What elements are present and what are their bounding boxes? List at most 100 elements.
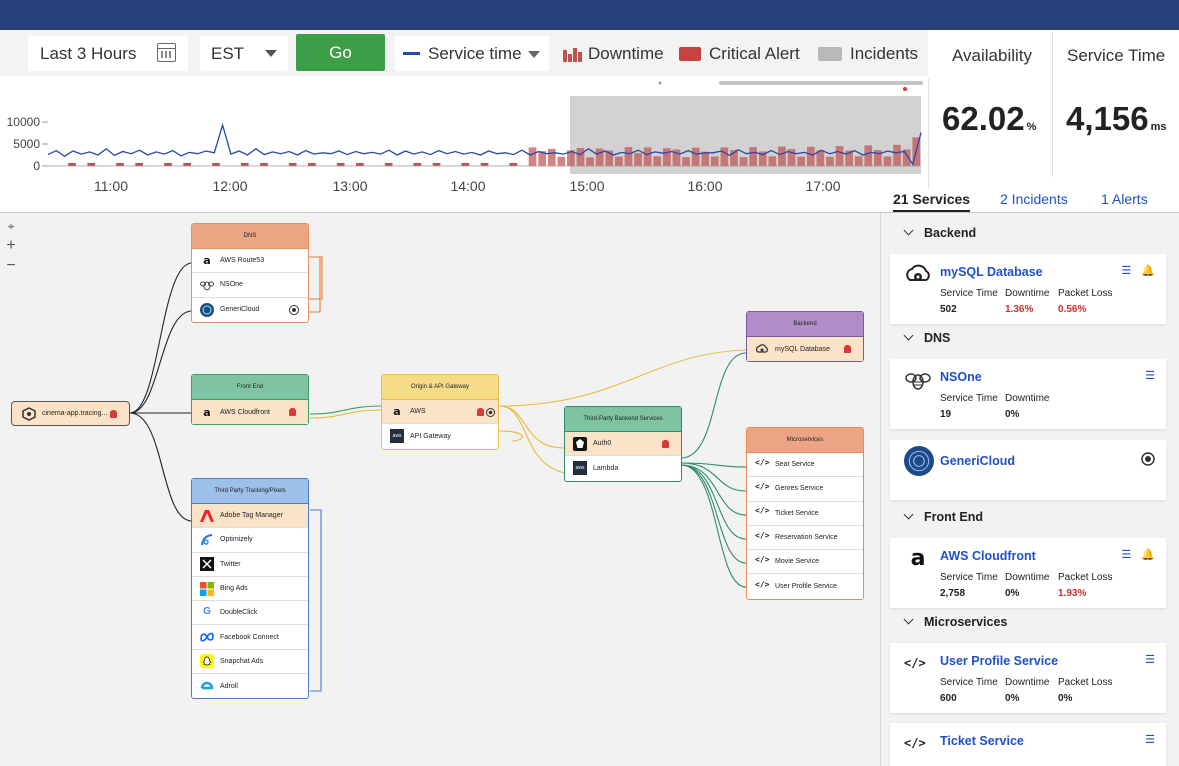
group-label: DNS xyxy=(924,331,951,345)
service-name[interactable]: AWS Cloudfront xyxy=(940,549,1036,563)
node-mysql[interactable]: mySQL Database xyxy=(747,337,863,362)
metric-label: Downtime xyxy=(1005,677,1050,688)
node-ticket-service[interactable]: </>Ticket Service xyxy=(747,502,863,526)
go-button[interactable]: Go xyxy=(296,34,385,71)
timezone-select[interactable]: EST xyxy=(200,36,288,71)
service-card-genericloud[interactable]: GeneriCloud xyxy=(890,440,1166,500)
service-name[interactable]: Ticket Service xyxy=(940,734,1024,748)
downtime-bar xyxy=(730,150,738,166)
microservices-group[interactable]: Microservices </>Seat Service </>Genres … xyxy=(746,427,864,600)
metric-value: 2,758 xyxy=(940,588,966,599)
map-zoom-controls: ⌖ + − xyxy=(3,216,19,276)
node-nsone[interactable]: NSOne xyxy=(192,273,308,298)
edge xyxy=(309,256,321,313)
legend-critical-alert[interactable]: Critical Alert xyxy=(679,44,800,64)
bell-alert-icon[interactable]: 🔔 xyxy=(1141,549,1155,561)
downtime-bar xyxy=(595,148,604,166)
node-snapchat-ads[interactable]: Snapchat Ads xyxy=(192,650,308,675)
node-movie-service[interactable]: </>Movie Service xyxy=(747,550,863,575)
node-bing-ads[interactable]: Bing Ads xyxy=(192,577,308,602)
node-reservation-service[interactable]: </>Reservation Service xyxy=(747,526,863,551)
group-dns[interactable]: DNS xyxy=(901,330,951,345)
tab-services[interactable]: 21 Services xyxy=(893,191,971,213)
group-label: Microservices xyxy=(924,615,1008,629)
list-icon[interactable]: ☰ xyxy=(1145,734,1155,746)
downtime-bar xyxy=(240,163,249,166)
edge xyxy=(680,462,747,492)
node-user-profile-service[interactable]: </>User Profile Service xyxy=(747,574,863,598)
service-time-number: 4,156 xyxy=(1066,100,1149,137)
list-icon[interactable]: ☰ xyxy=(1121,549,1132,561)
service-card-ticket[interactable]: </> Ticket Service ☰ xyxy=(890,723,1166,766)
cloud-gear-icon xyxy=(906,264,930,281)
service-name[interactable]: GeneriCloud xyxy=(940,454,1016,468)
list-icon[interactable]: ☰ xyxy=(1145,654,1155,666)
list-icon[interactable]: ☰ xyxy=(1145,370,1155,382)
backend-group[interactable]: Backend mySQL Database xyxy=(746,311,864,362)
node-label: AWS Cloudfront xyxy=(220,408,270,416)
node-genres-service[interactable]: </>Genres Service xyxy=(747,477,863,502)
node-seat-service[interactable]: </>Seat Service xyxy=(747,453,863,478)
tab-alerts[interactable]: 1 Alerts xyxy=(1101,191,1148,207)
service-name[interactable]: User Profile Service xyxy=(940,654,1059,668)
node-twitter[interactable]: Twitter xyxy=(192,553,308,577)
node-label: Auth0 xyxy=(593,440,612,448)
service-name[interactable]: NSOne xyxy=(940,370,982,384)
group-microservices[interactable]: Microservices xyxy=(901,614,1008,629)
recenter-icon[interactable]: ⌖ xyxy=(7,219,15,233)
downtime-bar xyxy=(682,157,690,166)
kpi-divider xyxy=(1052,32,1053,177)
group-front-end[interactable]: Front End xyxy=(901,509,983,524)
downtime-bar xyxy=(758,151,767,166)
time-range-picker[interactable]: Last 3 Hours xyxy=(28,36,188,71)
code-icon: </> xyxy=(904,736,926,750)
node-adroll[interactable]: Adroll xyxy=(192,674,308,698)
timeline-scrollbar[interactable] xyxy=(719,81,923,85)
downtime-bar xyxy=(461,163,470,166)
service-name[interactable]: mySQL Database xyxy=(940,265,1043,279)
metric-select[interactable]: Service time xyxy=(395,36,549,71)
tab-incidents[interactable]: 2 Incidents xyxy=(1000,191,1068,207)
node-label: Lambda xyxy=(593,464,619,472)
node-optimizely[interactable]: Optimizely xyxy=(192,528,308,553)
target-icon xyxy=(486,408,495,417)
edge xyxy=(129,262,193,414)
downtime-bar xyxy=(432,163,441,166)
legend-incidents[interactable]: Incidents xyxy=(818,44,918,64)
root-app-node[interactable]: cinema-app.tracing... xyxy=(11,401,130,426)
node-genericloud[interactable]: GeneriCloud xyxy=(192,298,308,322)
target-icon[interactable] xyxy=(1141,452,1155,466)
edge xyxy=(498,349,747,407)
node-adobe-tag-manager[interactable]: Adobe Tag Manager xyxy=(192,504,308,529)
edge xyxy=(498,405,566,449)
zoom-out-button[interactable]: − xyxy=(6,257,16,274)
node-facebook-connect[interactable]: Facebook Connect xyxy=(192,625,308,650)
bell-alert-icon[interactable]: 🔔 xyxy=(1141,265,1155,277)
tracking-group[interactable]: Third Party Tracking/Pixels Adobe Tag Ma… xyxy=(191,478,309,699)
zoom-in-button[interactable]: + xyxy=(6,237,16,254)
node-auth0[interactable]: Auth0 xyxy=(565,432,681,457)
legend-downtime[interactable]: Downtime xyxy=(562,44,664,64)
list-icon[interactable]: ☰ xyxy=(1121,265,1132,277)
downtime-bar xyxy=(701,151,710,166)
downtime-bar xyxy=(768,156,777,166)
group-backend[interactable]: Backend xyxy=(901,225,976,240)
